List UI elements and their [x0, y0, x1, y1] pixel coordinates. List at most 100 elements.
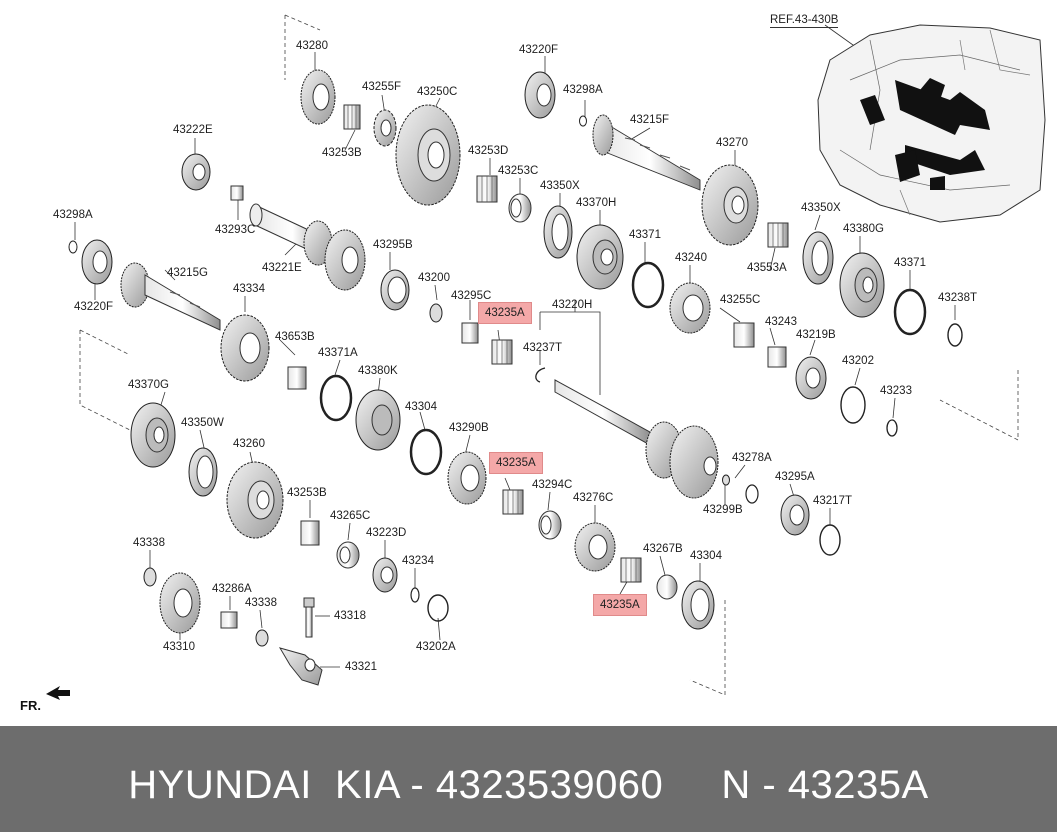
part-label: 43265C [330, 510, 371, 522]
part-43253B-bearing-lower [300, 520, 320, 546]
part-43234-ring [410, 587, 420, 603]
part-43304-ring-right [681, 580, 715, 630]
part-label: 43304 [405, 401, 437, 413]
reference-label: REF.43-430B [770, 14, 839, 28]
part-label: 43371A [318, 347, 358, 359]
part-label: 43286A [212, 583, 252, 595]
part-43223D-bearing [372, 557, 398, 593]
part-43215G-shaft [120, 262, 221, 331]
part-43202-ring [840, 386, 866, 424]
part-label: 43370G [128, 379, 169, 391]
part-label: 43334 [233, 283, 265, 295]
part-label: 43233 [880, 385, 912, 397]
part-43298A-ring [579, 115, 587, 127]
part-label: 43299B [703, 504, 743, 516]
part-43243-bush [767, 346, 787, 368]
part-43270-gear [701, 164, 759, 246]
part-label: 43202 [842, 355, 874, 367]
part-label: 43240 [675, 252, 707, 264]
part-43220H-shaft [554, 379, 719, 499]
part-43267B-bush [656, 574, 678, 600]
part-label: 43215G [167, 267, 208, 279]
part-label: 43304 [690, 550, 722, 562]
part-43240-gear [669, 282, 711, 334]
part-label: 43380K [358, 365, 398, 377]
part-43278A-ring [745, 484, 759, 504]
part-label: 43220F [519, 44, 559, 56]
part-43299B-washer [722, 474, 730, 486]
part-43253D-bearing [476, 175, 498, 203]
part-43286A-bush [220, 611, 238, 629]
part-number-text: HYUNDAI KIA - 4323539060 N - 43235A [128, 762, 929, 807]
part-43222E-bearing [181, 153, 211, 191]
part-label: 43350X [540, 180, 580, 192]
part-label: 43220H [552, 299, 593, 311]
part-43298A-ring-left [68, 240, 78, 254]
part-label: 43215F [630, 114, 670, 126]
part-43219B-bearing [795, 356, 827, 400]
part-43250C-gear [395, 104, 461, 206]
part-label: 43321 [345, 661, 377, 673]
part-label: 43237T [523, 342, 563, 354]
part-label: 43250C [417, 86, 458, 98]
part-43380K-sleeve [355, 389, 401, 451]
part-43295B-bearing [380, 269, 410, 311]
part-43237T-clip [535, 367, 546, 383]
part-43276C-gear [574, 522, 616, 572]
part-43310-gear [159, 572, 201, 634]
part-label: 43295B [373, 239, 413, 251]
part-43235A-bearing-1 [491, 339, 513, 365]
front-arrow-icon [46, 686, 70, 700]
part-43235A-bearing-2 [502, 489, 524, 515]
part-43371-ring [631, 261, 665, 309]
part-label: 43238T [938, 292, 978, 304]
part-label: 43371 [894, 257, 926, 269]
part-label: 43219B [796, 329, 836, 341]
part-label: 43243 [765, 316, 797, 328]
part-label: 43350X [801, 202, 841, 214]
part-label: 43200 [418, 272, 450, 284]
part-label: 43370H [576, 197, 617, 209]
part-label: 43371 [629, 229, 661, 241]
part-label: 43338 [245, 597, 277, 609]
part-label: 43295C [451, 290, 492, 302]
part-43253B-bearing [343, 104, 361, 130]
part-43371-ring-right [893, 288, 927, 336]
part-43238T-clip [947, 323, 963, 347]
part-43280-gear [300, 69, 336, 125]
part-43260-gear [226, 461, 284, 539]
part-43653B-bearing [287, 366, 307, 390]
part-43304-ring [409, 428, 443, 476]
part-label: 43222E [173, 124, 213, 136]
part-label: 43253B [287, 487, 327, 499]
part-43321-lever [278, 647, 323, 686]
part-43318-bolt [303, 597, 315, 638]
part-43233-ring [886, 419, 898, 437]
part-43200-washer [429, 303, 443, 323]
part-label: 43293C [215, 224, 256, 236]
highlighted-part-label: 43235A [478, 302, 532, 324]
front-direction-label: FR. [20, 698, 41, 713]
part-label: 43653B [275, 331, 315, 343]
part-label: 43223D [366, 527, 407, 539]
part-label: 43217T [813, 495, 853, 507]
parts-diagram: REF.43-430B 43280 43255F 43250C 43253B 4… [20, 14, 1046, 713]
part-43217T-ring [819, 524, 841, 556]
part-label: 43553A [747, 262, 787, 274]
diagram-drawing [46, 14, 1046, 700]
part-number-banner: HYUNDAI KIA - 4323539060 N - 43235A [0, 726, 1057, 832]
part-43371A-ring [319, 374, 353, 422]
part-label: 43280 [296, 40, 328, 52]
part-label: 43260 [233, 438, 265, 450]
part-label: 43276C [573, 492, 614, 504]
part-43293C-bush [230, 185, 244, 201]
part-43370G-sleeve [130, 402, 176, 468]
part-43295C-bearing [461, 322, 479, 344]
part-43253C-bush [508, 193, 532, 223]
part-43370H-sleeve [576, 224, 624, 290]
part-label: 43295A [775, 471, 815, 483]
part-43202A-ring [427, 594, 449, 622]
part-label: 43270 [716, 137, 748, 149]
part-43265C-bush [336, 541, 360, 569]
part-43290B-gear [447, 451, 487, 505]
